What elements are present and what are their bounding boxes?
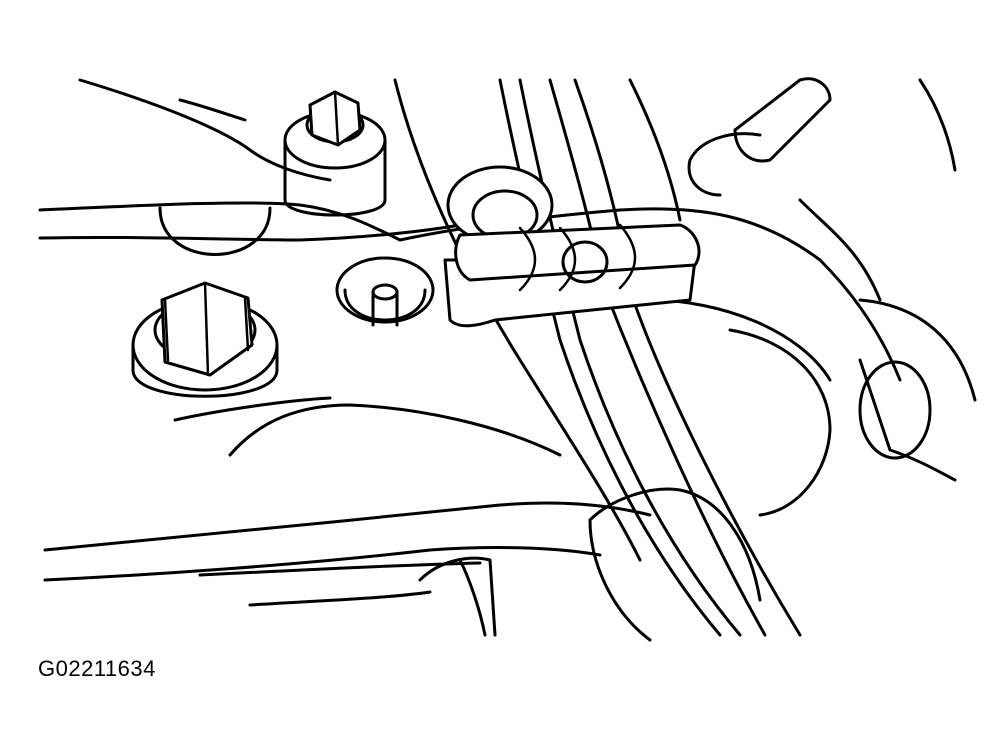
front-bolt [131,281,279,398]
figure-reference-code: G02211634 [38,656,156,681]
brake-lines [393,78,802,642]
lower-component [418,556,497,637]
upper-components [628,77,957,482]
ball-joint-stud [335,256,435,327]
rear-bolt [158,90,387,256]
line-clip [443,165,701,328]
